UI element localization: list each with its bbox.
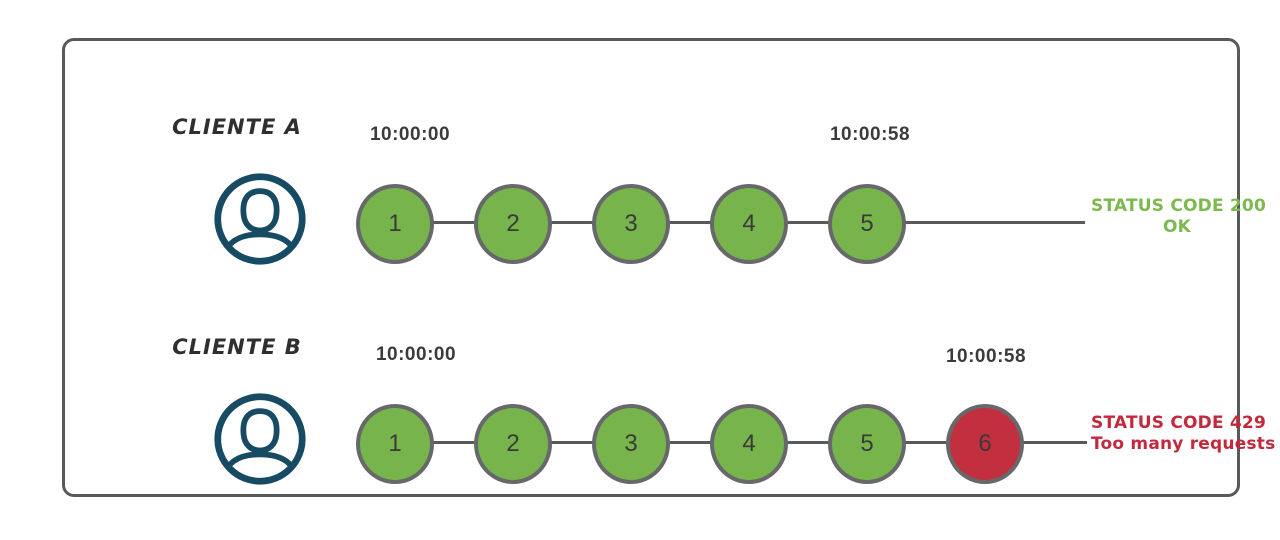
status-a-block: STATUS CODE 200 OK bbox=[1091, 196, 1266, 238]
request-a-4: 4 bbox=[710, 184, 788, 264]
request-b-5: 5 bbox=[828, 404, 906, 484]
request-a-1: 1 bbox=[356, 184, 434, 264]
status-b-code: STATUS CODE 429 bbox=[1091, 413, 1266, 433]
request-number: 4 bbox=[742, 210, 756, 237]
request-number: 1 bbox=[388, 430, 402, 457]
request-a-5: 5 bbox=[828, 184, 906, 264]
request-number: 3 bbox=[624, 430, 638, 457]
timeline-b-end-time: 10:00:58 bbox=[945, 346, 1027, 367]
status-a-code: STATUS CODE 200 bbox=[1091, 196, 1266, 216]
request-number: 1 bbox=[388, 210, 402, 237]
timeline-b-start-time: 10:00:00 bbox=[375, 344, 457, 365]
request-b-3: 3 bbox=[592, 404, 670, 484]
timeline-a-start-time: 10:00:00 bbox=[369, 124, 451, 145]
client-a-avatar bbox=[212, 171, 308, 267]
user-icon bbox=[214, 173, 306, 265]
client-b-avatar bbox=[212, 391, 308, 487]
client-a-label: CLIENTE A bbox=[172, 115, 302, 139]
timeline-a-end-time: 10:00:58 bbox=[829, 124, 911, 145]
request-number: 6 bbox=[978, 430, 992, 457]
status-a-message: OK bbox=[1162, 217, 1192, 237]
request-a-3: 3 bbox=[592, 184, 670, 264]
client-b-label: CLIENTE B bbox=[172, 335, 302, 359]
status-b-message: Too many requests bbox=[1091, 434, 1276, 454]
request-number: 5 bbox=[860, 430, 874, 457]
request-b-2: 2 bbox=[474, 404, 552, 484]
request-b-1: 1 bbox=[356, 404, 434, 484]
user-icon bbox=[214, 393, 306, 485]
request-number: 2 bbox=[506, 210, 520, 237]
request-a-2: 2 bbox=[474, 184, 552, 264]
request-number: 3 bbox=[624, 210, 638, 237]
request-b-6-rate-limited: 6 bbox=[946, 404, 1024, 484]
request-number: 2 bbox=[506, 430, 520, 457]
request-number: 4 bbox=[742, 430, 756, 457]
diagram-border-box: CLIENTE A 10:00:00 10:00:58 1 2 3 4 5 ST… bbox=[62, 38, 1275, 497]
request-number: 5 bbox=[860, 210, 874, 237]
request-b-4: 4 bbox=[710, 404, 788, 484]
status-b-block: STATUS CODE 429 Too many requests bbox=[1091, 413, 1276, 455]
